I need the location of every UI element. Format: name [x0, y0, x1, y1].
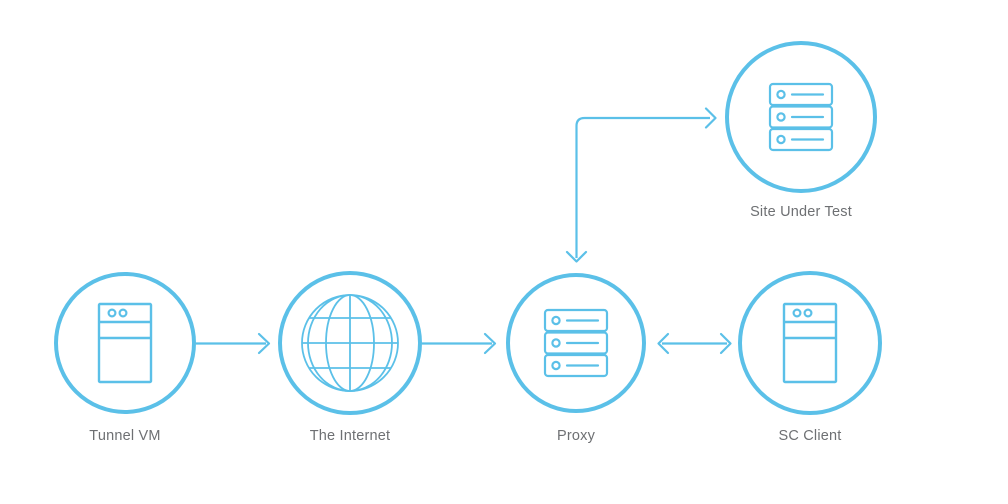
tower-body	[97, 302, 153, 384]
connector-tunnel-vm-to-internet	[196, 332, 271, 355]
node-label-proxy: Proxy	[556, 428, 596, 444]
node-label-site-under-test: Site Under Test	[750, 204, 852, 220]
server-led-bottom	[551, 360, 561, 371]
server-led-top	[551, 315, 561, 326]
arrowhead-right-icon	[719, 332, 732, 355]
connector-proxy-to-sc-client	[657, 332, 732, 355]
server-led-middle	[551, 338, 561, 348]
arrowhead-right-icon	[257, 332, 271, 355]
node-label-sc-client: SC Client	[778, 428, 842, 444]
node-tunnel-vm[interactable]	[54, 272, 196, 414]
server-led-middle	[776, 112, 786, 122]
computer-tower-icon	[782, 302, 838, 384]
node-sc-client[interactable]	[738, 271, 882, 415]
tower-led-right	[118, 308, 128, 318]
elbow-path	[575, 116, 710, 258]
connector-internet-to-proxy	[422, 332, 497, 355]
arrowhead-right-icon	[704, 107, 717, 129]
globe-icon	[301, 294, 399, 392]
arrowhead-down-icon	[565, 250, 588, 263]
server-led-bottom	[776, 134, 786, 145]
connector-proxy-to-site-under-test	[565, 107, 717, 263]
server-rack-icon	[543, 308, 609, 378]
tower-led-left	[792, 308, 802, 318]
arrowhead-right-icon	[483, 332, 497, 355]
arrowhead-left-icon	[657, 332, 670, 355]
computer-tower-icon	[97, 302, 153, 384]
tower-body	[782, 302, 838, 384]
server-led-top	[776, 89, 786, 100]
node-site-under-test[interactable]	[725, 41, 877, 193]
globe-longitude-outer	[307, 294, 393, 392]
node-label-tunnel-vm: Tunnel VM	[89, 428, 161, 444]
node-the-internet[interactable]	[278, 271, 422, 415]
node-label-the-internet: The Internet	[309, 428, 391, 444]
tower-led-right	[803, 308, 813, 318]
connectors-layer	[196, 107, 732, 355]
server-rack-icon	[768, 82, 834, 152]
node-proxy[interactable]	[506, 273, 646, 413]
tower-led-left	[107, 308, 117, 318]
